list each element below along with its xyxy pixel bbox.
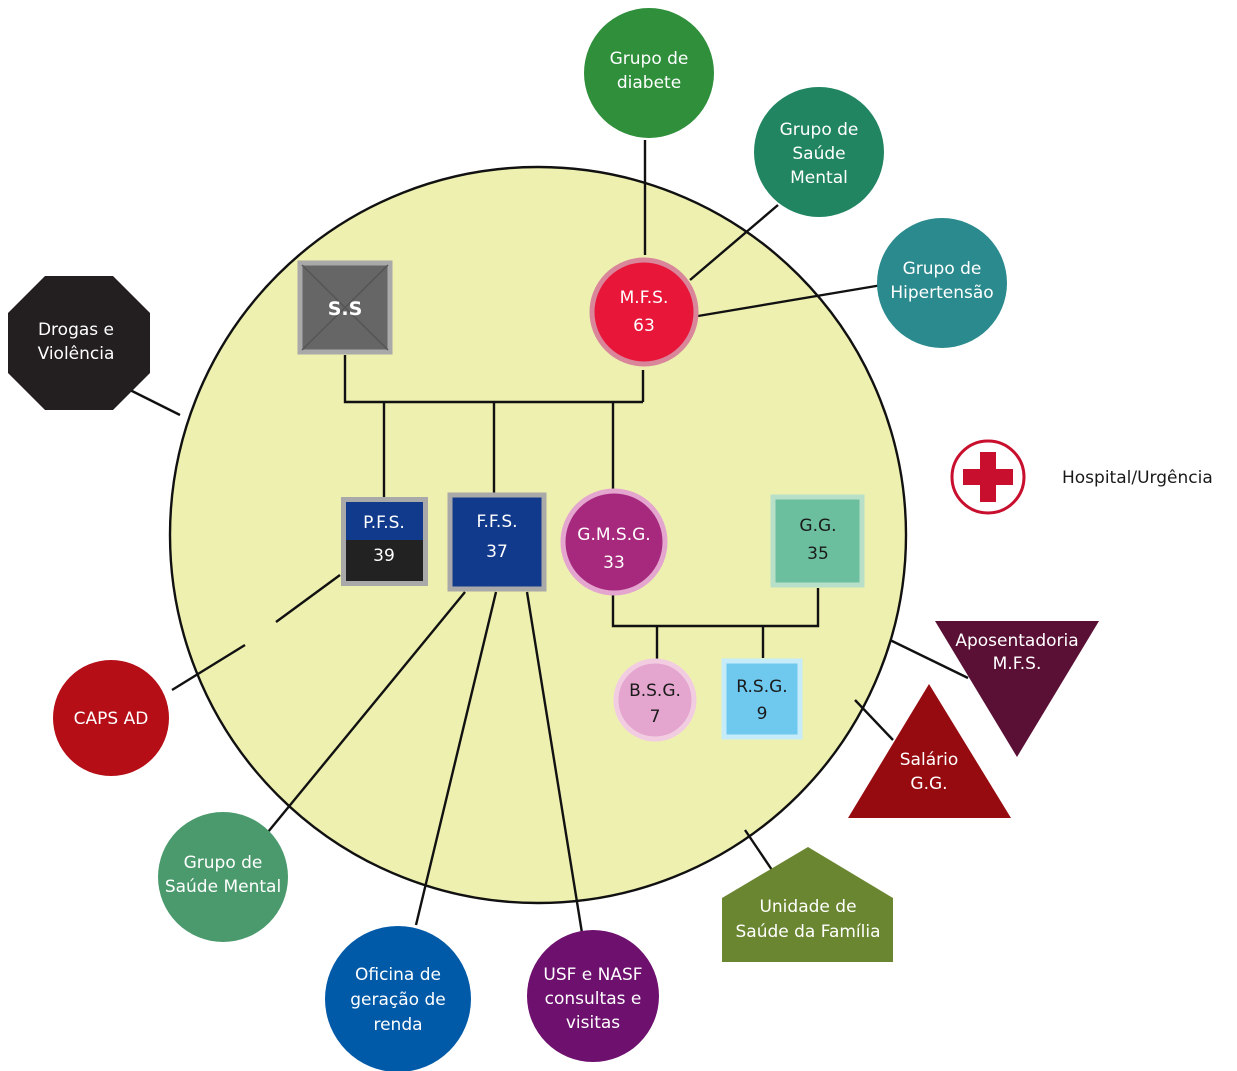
saude-mental-bottom-line-2: Saúde Mental	[165, 877, 281, 897]
pfs-top	[346, 502, 423, 540]
mfs-age: 63	[633, 316, 655, 336]
ext-hipertensao: Grupo de Hipertensão	[877, 218, 1007, 348]
ext-usf-nasf: USF e NASF consultas e visitas	[527, 930, 659, 1062]
line-unidade	[744, 829, 773, 871]
gg-box	[770, 494, 865, 588]
line-hipertensao-mfs	[697, 283, 883, 318]
oficina-line-2: geração de	[350, 990, 445, 1010]
member-pfs: P.F.S. 39	[341, 497, 428, 586]
diabete-circle	[584, 8, 714, 138]
pfs-age: 39	[373, 546, 395, 566]
ext-hospital: Hospital/Urgência	[950, 439, 1213, 515]
hipertensao-line-1: Grupo de	[903, 259, 982, 279]
diabete-line-2: diabete	[617, 73, 681, 93]
rsg-age: 9	[757, 704, 768, 724]
usf-nasf-line-3: visitas	[566, 1013, 620, 1033]
member-rsg: R.S.G. 9	[721, 658, 803, 740]
ss-label: S.S	[328, 298, 363, 320]
gg-name: G.G.	[799, 516, 836, 536]
drogas-line-1: Drogas e	[38, 320, 114, 340]
ext-salario: Salário G.G.	[848, 684, 1011, 818]
drogas-line-2: Violência	[38, 344, 115, 364]
unidade-house	[722, 847, 893, 962]
ext-unidade: Unidade de Saúde da Família	[722, 847, 893, 962]
bsg-age: 7	[650, 707, 661, 727]
ext-drogas: Drogas e Violência	[8, 276, 150, 410]
oficina-line-3: renda	[373, 1015, 422, 1035]
aposentadoria-line-2: M.F.S.	[993, 654, 1042, 674]
saude-mental-top-line-1: Grupo de	[780, 120, 859, 140]
line-salario	[854, 699, 894, 741]
oficina-circle	[325, 926, 471, 1071]
usf-nasf-circle	[527, 930, 659, 1062]
hipertensao-line-2: Hipertensão	[890, 283, 993, 303]
rsg-box	[721, 658, 803, 740]
member-ss: S.S	[297, 260, 393, 355]
bsg-name: B.S.G.	[629, 681, 681, 701]
ext-diabete: Grupo de diabete	[584, 8, 714, 138]
red-cross-icon	[963, 452, 1013, 502]
saude-mental-top-circle	[754, 87, 884, 217]
ffs-age: 37	[486, 542, 508, 562]
ss-cross-b	[301, 264, 389, 351]
hipertensao-circle	[877, 218, 1007, 348]
diabete-line-1: Grupo de	[610, 49, 689, 69]
connections	[129, 140, 969, 934]
line-ffs-usf	[525, 591, 584, 934]
bsg-circle	[613, 658, 697, 742]
mfs-name: M.F.S.	[620, 288, 669, 308]
line-couple	[611, 588, 820, 628]
salario-line-2: G.G.	[910, 774, 947, 794]
member-gg: G.G. 35	[770, 494, 865, 588]
gg-age: 35	[807, 544, 829, 564]
mfs-circle	[589, 257, 699, 367]
pfs-bottom	[346, 540, 423, 581]
saude-mental-top-line-3: Mental	[790, 168, 848, 188]
line-drogas-household	[129, 388, 181, 417]
aposentadoria-line-1: Aposentadoria	[955, 631, 1078, 651]
ext-caps: CAPS AD	[53, 660, 169, 776]
member-bsg: B.S.G. 7	[613, 658, 697, 742]
gmsg-name: G.M.S.G.	[577, 525, 650, 545]
caps-line-1: CAPS AD	[74, 709, 149, 729]
saude-mental-bottom-line-1: Grupo de	[184, 853, 263, 873]
usf-nasf-line-1: USF e NASF	[543, 965, 642, 985]
unidade-line-2: Saúde da Família	[735, 922, 880, 942]
oficina-line-1: Oficina de	[355, 965, 441, 985]
ext-oficina: Oficina de geração de renda	[325, 926, 471, 1071]
saude-mental-top-line-2: Saúde	[792, 144, 845, 164]
line-aposentadoria	[889, 638, 969, 680]
gmsg-circle	[560, 488, 668, 596]
ext-saude-mental-top: Grupo de Saúde Mental	[754, 87, 884, 217]
usf-nasf-line-2: consultas e	[545, 989, 642, 1009]
aposentadoria-triangle	[935, 621, 1099, 757]
member-ffs: F.F.S. 37	[447, 492, 547, 592]
salario-triangle	[848, 684, 1011, 818]
member-gmsg: G.M.S.G. 33	[560, 488, 668, 596]
rsg-name: R.S.G.	[736, 677, 787, 697]
ext-aposentadoria: Aposentadoria M.F.S.	[935, 621, 1099, 757]
ffs-box	[447, 492, 547, 592]
gmsg-age: 33	[603, 553, 625, 573]
line-pfs-caps-b	[171, 643, 246, 692]
member-mfs: M.F.S. 63	[589, 257, 699, 367]
line-pfs-caps-a	[275, 574, 341, 623]
hospital-label: Hospital/Urgência	[1062, 468, 1213, 488]
drogas-octagon	[8, 276, 150, 410]
line-ffs-saude-mental	[267, 591, 466, 833]
line-ss-down	[343, 355, 643, 404]
ffs-name: F.F.S.	[476, 512, 517, 532]
caps-circle	[53, 660, 169, 776]
line-ffs-oficina	[414, 591, 498, 926]
salario-line-1: Salário	[900, 750, 958, 770]
line-saude-mental-mfs	[689, 204, 779, 281]
pfs-name: P.F.S.	[363, 513, 405, 533]
ext-saude-mental-bottom: Grupo de Saúde Mental	[158, 812, 288, 942]
saude-mental-bottom-circle	[158, 812, 288, 942]
unidade-line-1: Unidade de	[759, 897, 856, 917]
